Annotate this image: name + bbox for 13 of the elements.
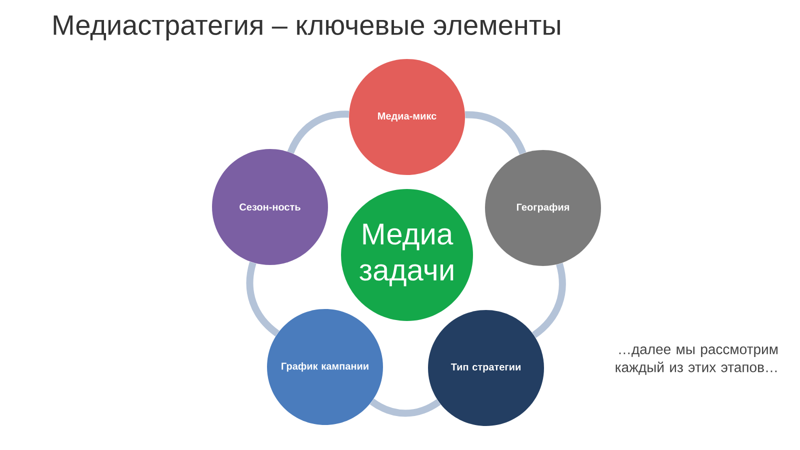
note: …далее мы рассмотрим каждый из этих этапов… (616, 346, 778, 375)
circle-node: Тип стратегии (428, 310, 544, 426)
ring-segment (532, 263, 566, 338)
circle-node: География (485, 150, 601, 266)
circle-node: График кампании (267, 309, 383, 425)
title: Медиастратегия – ключевые элементы (54, 15, 560, 41)
ring-segment (370, 398, 441, 417)
circle-node: Медиа-микс (349, 59, 465, 175)
circle-node: Сезон-ность (212, 149, 328, 265)
ring-segment (246, 262, 280, 336)
ring-segment (465, 111, 526, 155)
circle-node: Медиа задачи (341, 189, 473, 321)
ring-segment (287, 110, 349, 154)
